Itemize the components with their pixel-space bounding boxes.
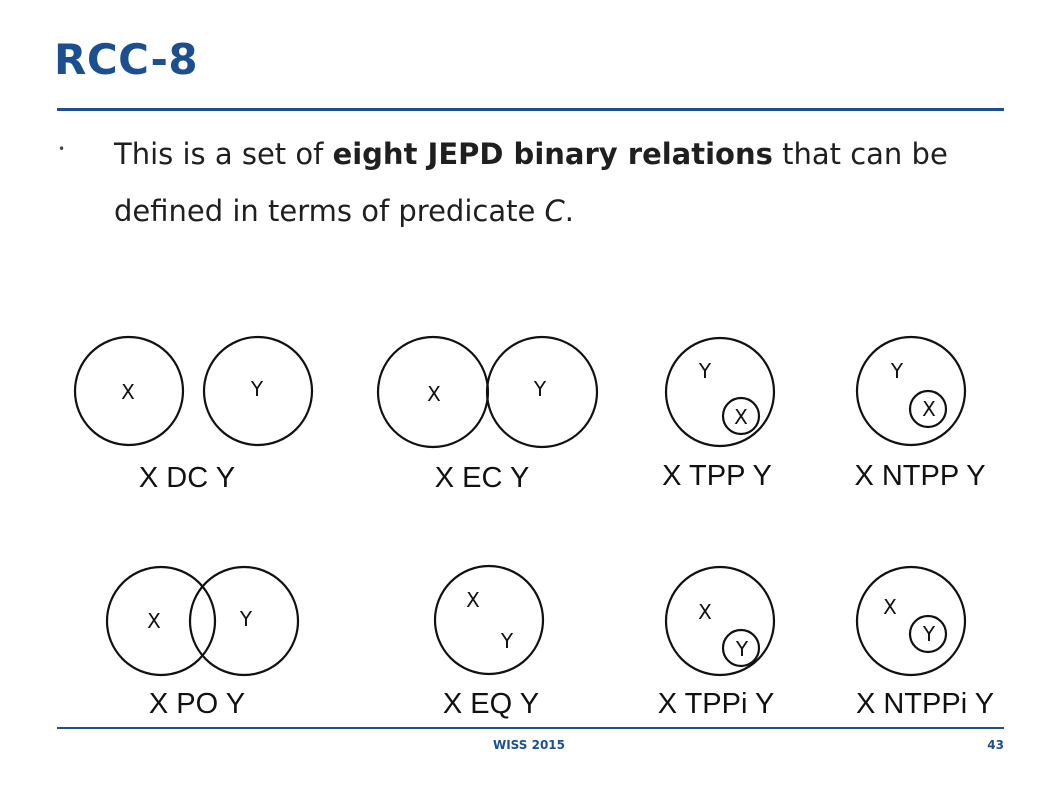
bullet-text-predicate: C — [544, 194, 565, 228]
relation-ntpp-label: X NTPP Y — [854, 460, 985, 492]
bullet-text-middle: that can be defined in terms of predicat… — [114, 137, 948, 228]
relation-dc: X Y X DC Y — [73, 335, 314, 494]
relation-ec-label: X EC Y — [435, 462, 530, 494]
relation-ntppi: X Y X NTPPi Y — [855, 565, 994, 720]
title-divider — [57, 108, 1004, 111]
region-x-label: X — [922, 397, 936, 421]
region-y-label: Y — [500, 629, 514, 653]
region-y-circle — [855, 335, 967, 447]
relation-ec: X Y X EC Y — [376, 335, 599, 494]
region-xy-circle — [433, 564, 545, 676]
region-y-label: Y — [533, 377, 547, 401]
bullet-marker-icon: • — [58, 142, 66, 156]
region-x-circle — [105, 565, 217, 677]
relation-tpp-label: X TPP Y — [662, 460, 772, 492]
region-x-circle — [721, 396, 761, 436]
region-y-circle — [721, 628, 761, 668]
relation-tpp: Y X X TPP Y — [662, 336, 776, 492]
region-x-circle — [855, 565, 967, 677]
region-x-circle — [908, 389, 948, 429]
region-y-circle — [908, 614, 948, 654]
footer-divider — [57, 727, 1004, 729]
relation-ntpp: Y X X NTPP Y — [854, 335, 986, 492]
relation-tppi: X Y X TPPi Y — [658, 565, 776, 720]
relation-po-label: X PO Y — [149, 688, 245, 720]
bullet-text-end: . — [564, 194, 575, 228]
relation-ntppi-label: X NTPPi Y — [856, 688, 994, 720]
region-y-circle — [202, 335, 314, 447]
region-x-label: X — [147, 609, 161, 633]
region-x-label: X — [734, 405, 748, 429]
region-y-label: Y — [890, 359, 904, 383]
region-x-label: X — [883, 595, 897, 619]
region-x-label: X — [698, 600, 712, 624]
region-x-label: X — [121, 380, 135, 404]
region-x-label: X — [427, 382, 441, 406]
region-y-circle — [664, 336, 776, 448]
region-y-circle — [485, 335, 599, 449]
region-y-label: Y — [922, 622, 936, 646]
relation-eq: X Y X EQ Y — [433, 564, 545, 720]
region-y-label: Y — [250, 377, 264, 401]
region-x-label: X — [466, 588, 480, 612]
region-y-circle — [188, 565, 300, 677]
bullet-item: This is a set of eight JEPD binary relat… — [114, 126, 1014, 240]
relation-dc-label: X DC Y — [139, 462, 235, 494]
page-number: 43 — [987, 738, 1004, 752]
footer-event: WISS 2015 — [492, 738, 566, 752]
region-y-label: Y — [698, 359, 712, 383]
relation-eq-label: X EQ Y — [443, 688, 539, 720]
region-x-circle — [664, 565, 776, 677]
bullet-text-emphasis: eight JEPD binary relations — [332, 137, 773, 171]
region-y-label: Y — [735, 637, 749, 661]
bullet-text-start: This is a set of — [114, 137, 333, 171]
relation-po: X Y X PO Y — [105, 565, 300, 720]
slide-title: RCC-8 — [54, 35, 199, 84]
region-x-circle — [73, 335, 185, 447]
region-y-label: Y — [239, 607, 253, 631]
relation-tppi-label: X TPPi Y — [658, 688, 775, 720]
